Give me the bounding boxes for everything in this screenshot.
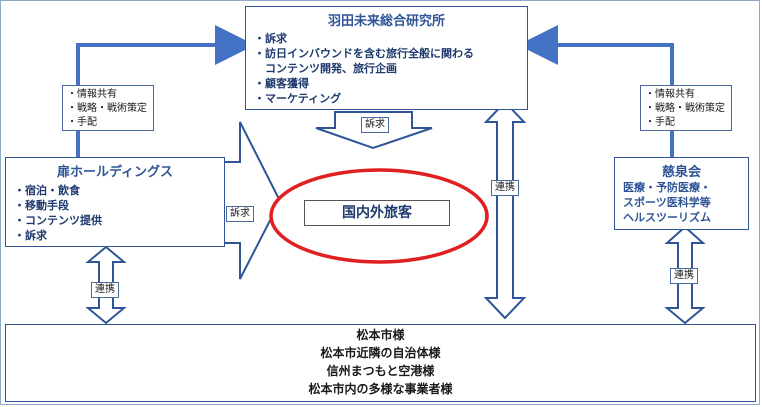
center-label-box: 国内外旅客	[304, 200, 450, 226]
right-info-item: ・手配	[645, 117, 675, 128]
right-box-items: 医療・予防医療・ スポーツ医科学等 ヘルスツーリズム	[615, 180, 748, 225]
right-info-box: ・情報共有 ・戦略・戦術策定 ・手配	[640, 85, 732, 131]
left-box-item: ・宿泊・飲食	[14, 184, 80, 197]
left-box-item: ・訴求	[14, 229, 47, 242]
left-box-title: 扉ホールディングス	[56, 165, 174, 180]
right-organization-box: 慈泉会 医療・予防医療・ スポーツ医科学等 ヘルスツーリズム	[614, 157, 749, 230]
left-organization-box: 扉ホールディングス ・宿泊・飲食 ・移動手段 ・コンテンツ提供 ・訴求	[5, 157, 225, 247]
bottom-stakeholders-box: 松本市様 松本市近隣の自治体様 信州まつもと空港様 松本市内の多様な事業者様	[5, 324, 756, 402]
top-organization-box: 羽田未来総合研究所 ・訴求 ・訪日インバウンドを含む旅行全般に関わる コンテンツ…	[245, 6, 528, 110]
right-box-item: ヘルスツーリズム	[623, 211, 711, 224]
bottom-box-line: 松本市様	[356, 328, 405, 342]
center-double-arrow	[483, 100, 527, 320]
right-box-item: 医療・予防医療・	[623, 181, 711, 194]
top-box-item: ・訴求	[254, 32, 287, 45]
center-vertical-label: 連携	[491, 180, 519, 196]
left-info-item: ・情報共有	[67, 89, 117, 100]
bottom-box-line: 松本市近隣の自治体様	[320, 346, 441, 360]
left-box-item: ・移動手段	[14, 199, 69, 212]
right-box-title: 慈泉会	[661, 165, 701, 180]
top-arrow-label: 訴求	[361, 117, 389, 133]
left-box-items: ・宿泊・飲食 ・移動手段 ・コンテンツ提供 ・訴求	[6, 180, 224, 243]
right-box-item: スポーツ医科学等	[623, 196, 711, 209]
left-info-item: ・手配	[67, 117, 97, 128]
left-box-item: ・コンテンツ提供	[14, 214, 102, 227]
top-box-item: ・訪日インバウンドを含む旅行全般に関わる	[254, 47, 474, 60]
left-info-box: ・情報共有 ・戦略・戦術策定 ・手配	[62, 85, 154, 131]
bottom-box-lines: 松本市様 松本市近隣の自治体様 信州まつもと空港様 松本市内の多様な事業者様	[6, 326, 755, 398]
left-vertical-label: 連携	[91, 282, 119, 298]
top-box-item: ・マーケティング	[254, 92, 342, 105]
top-box-items: ・訴求 ・訪日インバウンドを含む旅行全般に関わる コンテンツ開発、旅行企画 ・顧…	[246, 29, 527, 106]
left-arrow-label: 訴求	[226, 206, 254, 222]
right-vertical-label: 連携	[670, 268, 698, 284]
top-box-item: コンテンツ開発、旅行企画	[254, 62, 397, 75]
bottom-box-line: 信州まつもと空港様	[326, 364, 435, 378]
bottom-box-line: 松本市内の多様な事業者様	[308, 382, 453, 396]
center-label: 国内外旅客	[342, 205, 412, 221]
left-info-item: ・戦略・戦術策定	[67, 103, 147, 114]
right-info-item: ・情報共有	[645, 89, 695, 100]
top-box-item: ・顧客獲得	[254, 77, 309, 90]
top-box-title: 羽田未来総合研究所	[327, 14, 445, 29]
right-info-item: ・戦略・戦術策定	[645, 103, 725, 114]
left-right-arrow	[221, 121, 282, 280]
